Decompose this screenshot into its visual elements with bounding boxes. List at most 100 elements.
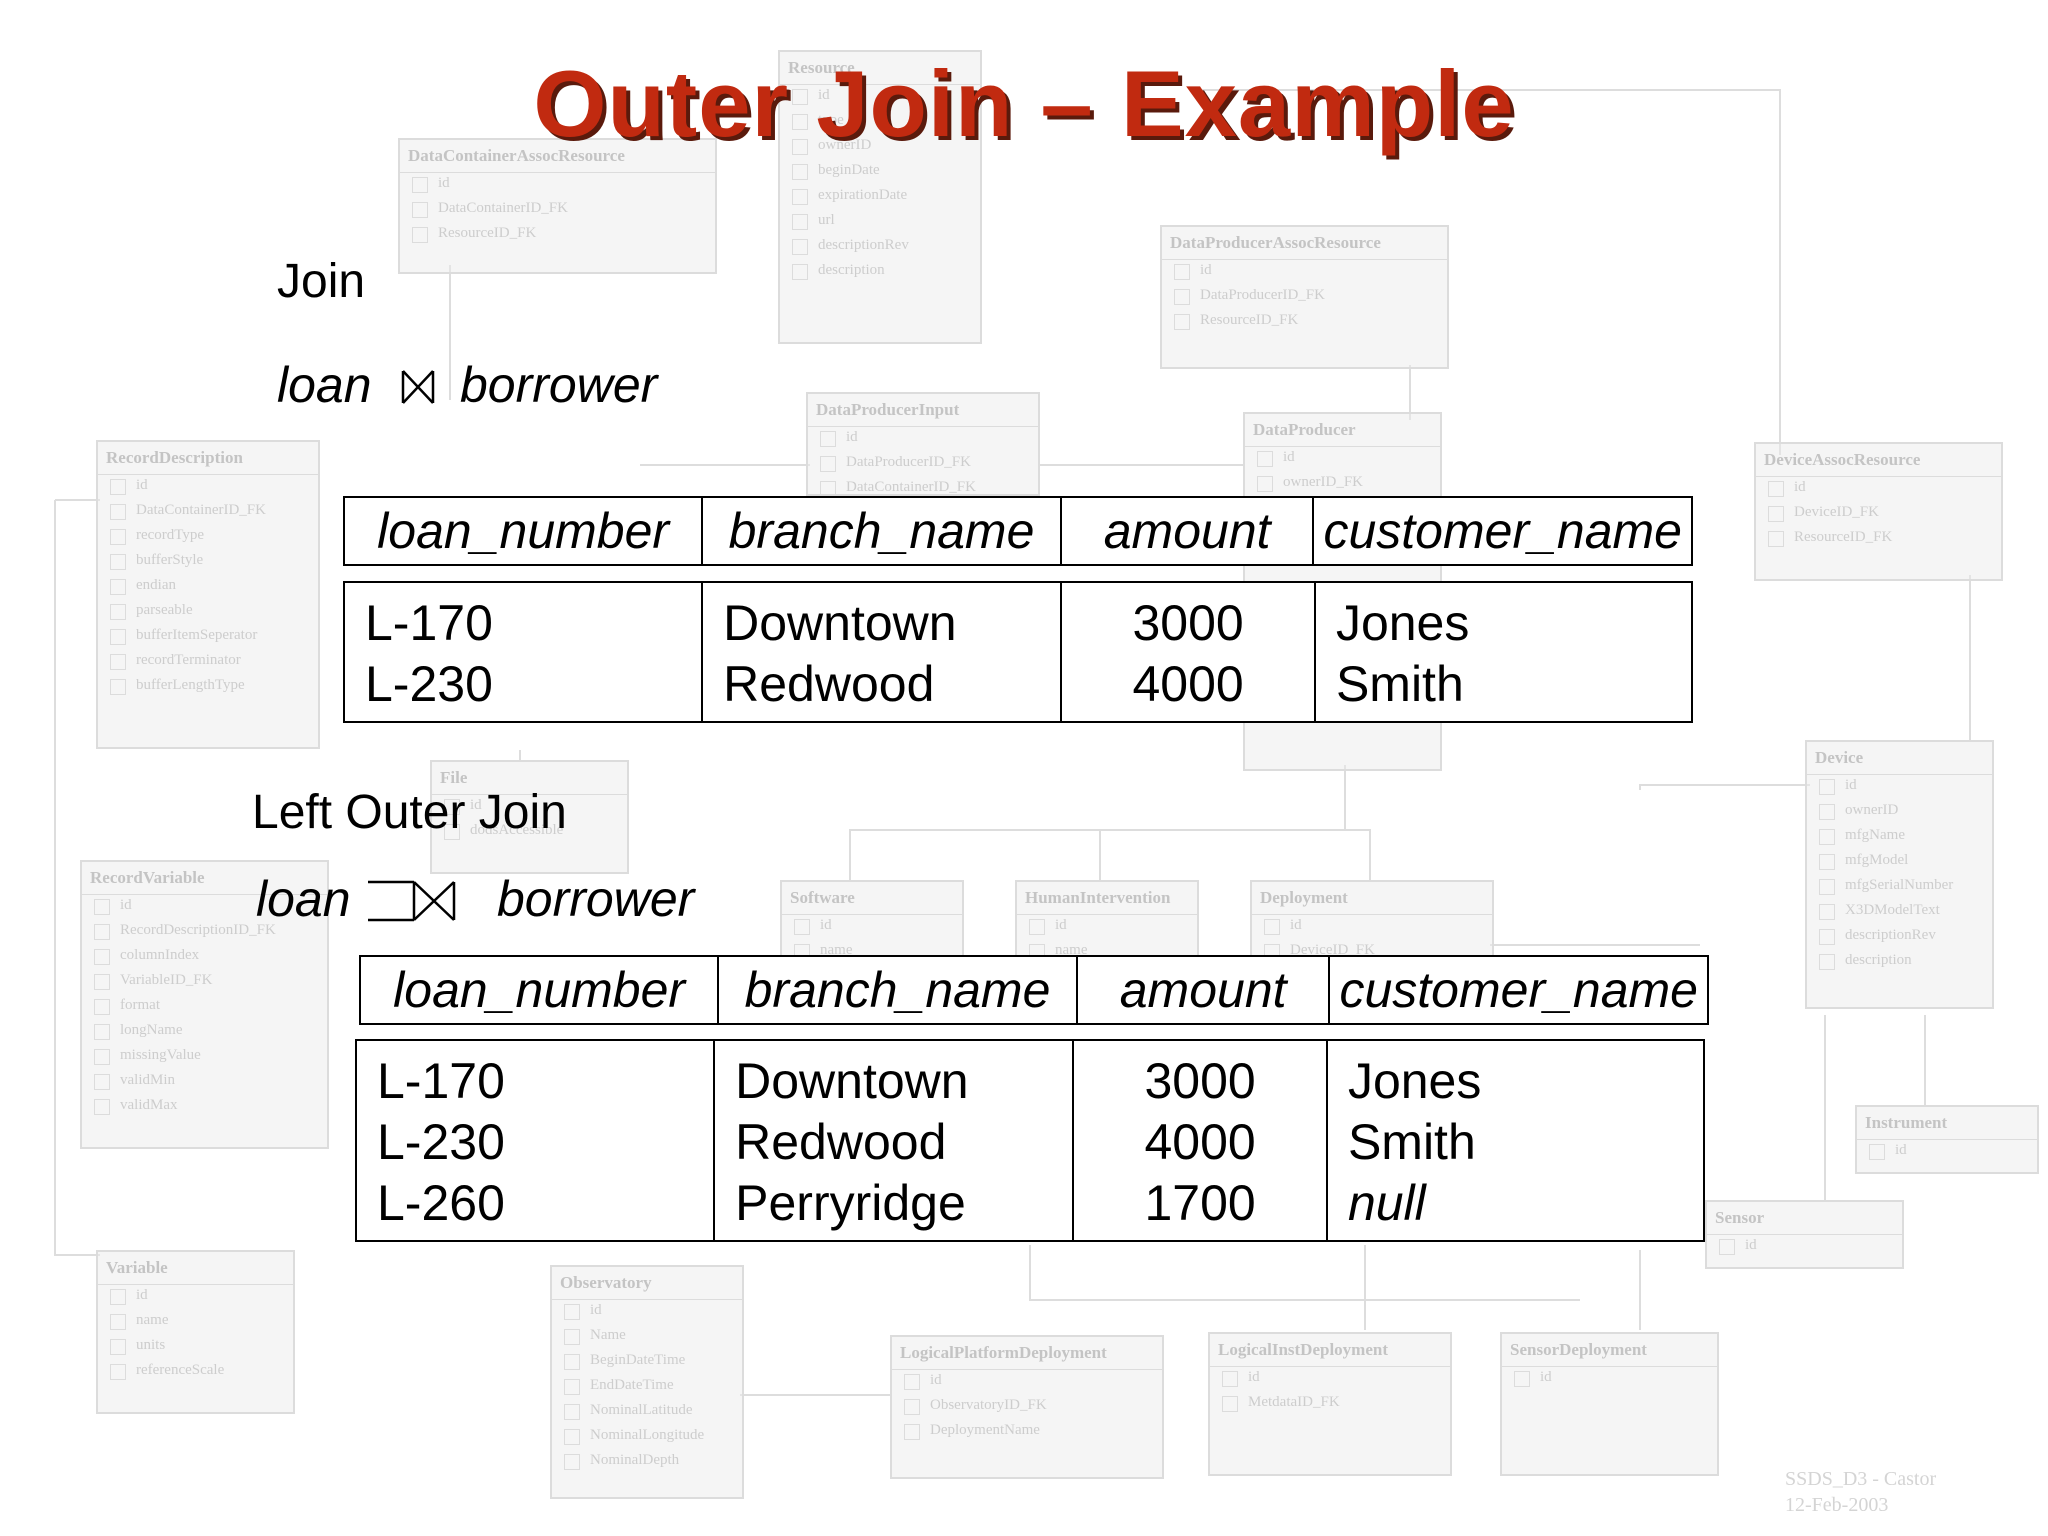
diagram-entity-title: Deployment [1252,882,1492,915]
join-expr-left: loan [277,357,372,413]
diagram-entity-title: SensorDeployment [1502,1334,1717,1367]
diagram-entity-title: RecordVariable [82,862,327,895]
diagram-entity-title: LogicalInstDeployment [1210,1334,1450,1367]
loan-number-column: L-170 L-230 L-260 [354,1039,716,1242]
amount-column: 3000 4000 [1060,581,1316,723]
amount-column: 3000 4000 1700 [1072,1039,1328,1242]
diagram-entity-title: Sensor [1707,1202,1902,1235]
col-header-loan-number: loan_number [358,955,720,1025]
diagram-entity-field: endian [98,575,318,600]
left-outer-header-table: loan_number branch_name amount customer_… [358,955,1709,1025]
diagram-entity-field: Name [552,1325,742,1350]
customer-name-column: Jones Smith null [1325,1039,1706,1242]
diagram-entity-field: expirationDate [780,185,980,210]
diagram-entity-title: Instrument [1857,1107,2037,1140]
diagram-entity-field: recordType [98,525,318,550]
watermark-line-2: 12-Feb-2003 [1785,1494,1889,1516]
diagram-entity-field: ownerID_FK [1245,472,1440,497]
diagram-entity-field: description [1807,950,1992,975]
diagram-entity-field: NominalLatitude [552,1400,742,1425]
table-cell: Jones [1335,595,1470,651]
diagram-entity-title: Device [1807,742,1992,775]
diagram-entity-field: beginDate [780,160,980,185]
diagram-entity-title: RecordDescription [98,442,318,475]
customer-name-column: Jones Smith [1313,581,1694,723]
diagram-entity-field: longName [82,1020,327,1045]
diagram-entity-field: format [82,995,327,1020]
diagram-entity-field: type [780,110,980,135]
diagram-entity-field: ObservatoryID_FK [892,1395,1162,1420]
diagram-entity-field: ResourceID_FK [1162,310,1447,335]
diagram-entity-field: id [780,85,980,110]
table-cell: Smith [1335,656,1464,712]
diagram-entity-field: DataProducerID_FK [1162,285,1447,310]
diagram-entity-field: bufferStyle [98,550,318,575]
table-cell: 4000 [1144,1114,1256,1170]
diagram-entity-title: HumanIntervention [1017,882,1197,915]
diagram-entity-field: validMax [82,1095,327,1120]
diagram-entity-field: id [1017,915,1197,940]
diagram-entity-field: name [98,1310,293,1335]
diagram-entity-field: url [780,210,980,235]
watermark-line-1: SSDS_D3 - Castor [1785,1468,1937,1490]
table-cell: Redwood [723,656,935,712]
diagram-entity-field: descriptionRev [1807,925,1992,950]
col-header-branch-name: branch_name [717,955,1078,1025]
table-cell: L-170 [377,1053,505,1109]
table-cell: Downtown [735,1053,969,1109]
loan-number-column: L-170 L-230 [342,581,704,723]
branch-name-column: Downtown Redwood Perryridge [713,1039,1075,1242]
table-cell: Downtown [723,595,957,651]
col-header-customer-name: customer_name [1328,955,1709,1025]
diagram-entity-field: EndDateTime [552,1375,742,1400]
join-result-table: L-170 L-230 Downtown Redwood 3000 4000 J… [342,581,1694,723]
diagram-entity-field: BeginDateTime [552,1350,742,1375]
diagram-entity-field: DataProducerID_FK [808,452,1038,477]
diagram-entity-title: DataContainerAssocResource [400,140,715,173]
diagram-entity-field: recordTerminator [98,650,318,675]
diagram-entity-field: id [1707,1235,1902,1260]
natural-join-icon [401,370,435,404]
table-cell: Jones [1347,1053,1482,1109]
left-outer-expr-right: borrower [497,871,695,927]
diagram-entity-field: id [808,427,1038,452]
diagram-entity-title: DeviceAssocResource [1756,444,2001,477]
diagram-entity-field: id [1502,1367,1717,1392]
diagram-entity-field: DataContainerID_FK [98,500,318,525]
table-cell: L-170 [365,595,493,651]
diagram-entity-field: id [552,1300,742,1325]
diagram-entity-field: ResourceID_FK [1756,527,2001,552]
slide-title: Outer Join – Example [533,51,1515,156]
diagram-entity-field: mfgName [1807,825,1992,850]
diagram-entity-field: RecordDescriptionID_FK [82,920,327,945]
table-cell: 3000 [1132,595,1244,651]
diagram-entity-title: DataProducerAssocResource [1162,227,1447,260]
left-outer-join-icon [368,880,456,922]
diagram-entity-field: referenceScale [98,1360,293,1385]
left-outer-expr-left: loan [256,871,351,927]
join-header-table: loan_number branch_name amount customer_… [342,496,1693,566]
diagram-entity-field: DeploymentName [892,1420,1162,1445]
table-cell: 4000 [1132,656,1244,712]
diagram-entity-field: id [1807,775,1992,800]
table-cell: L-230 [365,656,493,712]
diagram-entity-field: ResourceID_FK [400,223,715,248]
join-expr-right: borrower [460,357,658,413]
branch-name-column: Downtown Redwood [701,581,1063,723]
diagram-entity-field: VariableID_FK [82,970,327,995]
diagram-entity-field: id [782,915,962,940]
diagram-entity-field: id [98,1285,293,1310]
